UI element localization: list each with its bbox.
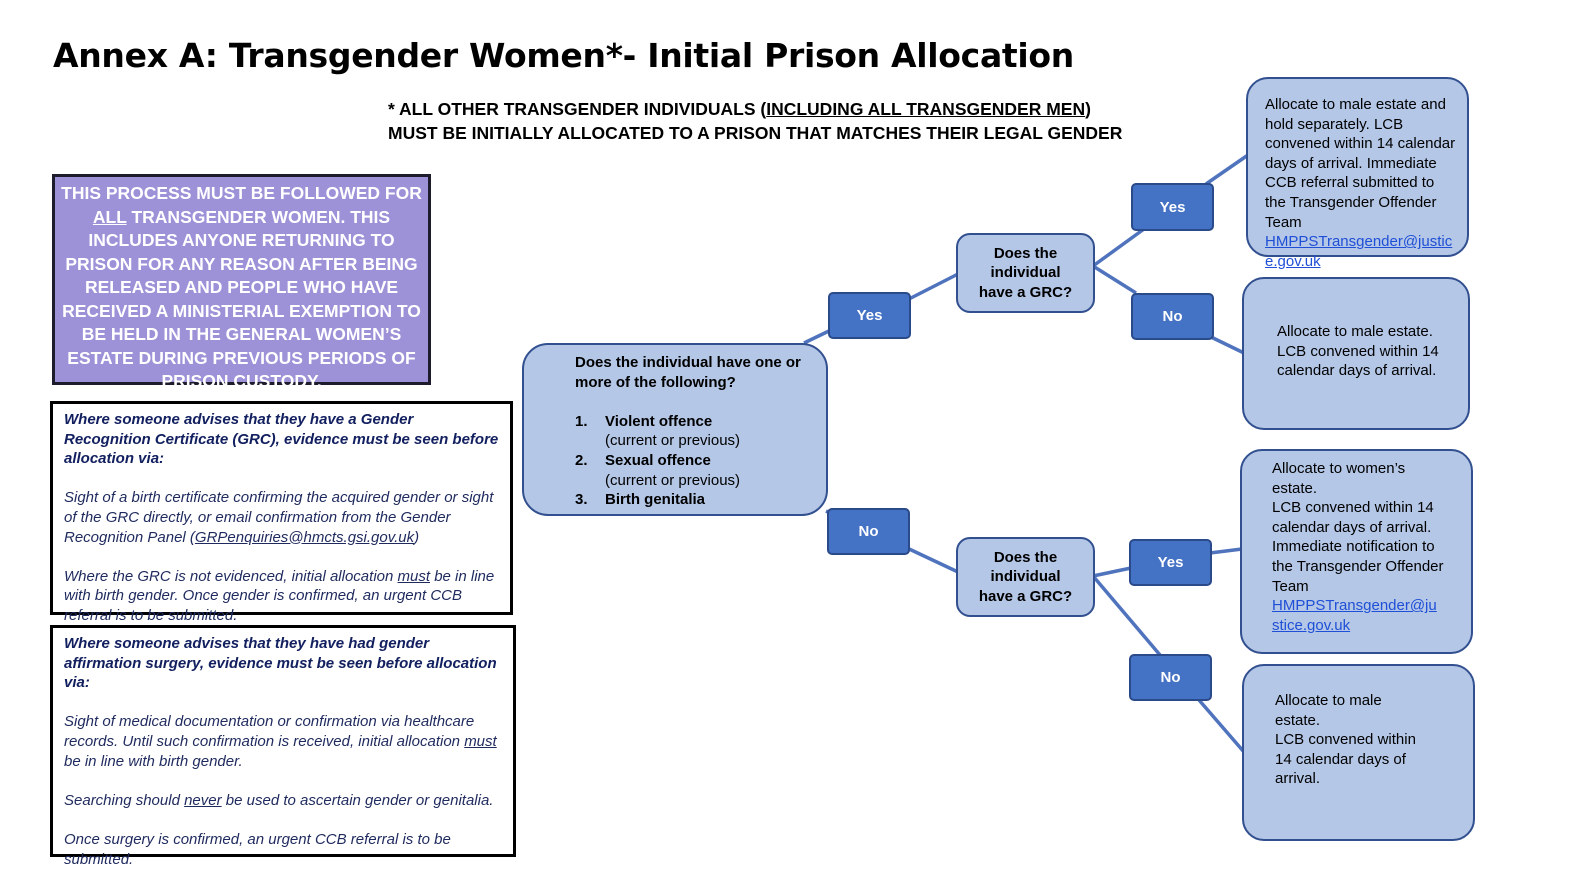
grc-note-text: be in line with birth gender. Once gende… bbox=[64, 567, 495, 624]
connector-no-to-grc-bottom bbox=[906, 546, 959, 574]
connector-no-to-outcome-4 bbox=[1197, 698, 1246, 754]
outcome-text: Immediate notification to the Transgende… bbox=[1272, 538, 1444, 595]
process-text-suffix: TRANSGENDER WOMEN. THIS INCLUDES ANYONE … bbox=[62, 206, 421, 392]
grc-note-heading: Where someone advises that they have a G… bbox=[64, 411, 499, 468]
subtitle-line-2: MUST BE INITIALLY ALLOCATED TO A PRISON … bbox=[388, 123, 1123, 143]
outcome-text: LCB convened within 14 calendar days of … bbox=[1272, 499, 1434, 536]
surgery-note-underlined: must bbox=[464, 732, 497, 750]
surgery-note-text: be in line with birth gender. bbox=[64, 752, 243, 770]
connector-grc-top-to-yes bbox=[1091, 227, 1146, 268]
grc-question-node-top: Does the individual have a GRC? bbox=[956, 233, 1095, 313]
criteria-subtext: (current or previous) bbox=[605, 471, 741, 489]
grc-note-text: Where the GRC is not evidenced, initial … bbox=[64, 567, 398, 585]
process-text-prefix: THIS PROCESS MUST BE FOLLOWED FOR bbox=[61, 183, 422, 203]
grc-question-line: individual bbox=[990, 264, 1061, 282]
criteria-number: 1. bbox=[575, 412, 588, 430]
transgender-team-email-link[interactable]: HMPPSTransgender@justice.gov.uk bbox=[1272, 597, 1437, 634]
subtitle: * ALL OTHER TRANSGENDER INDIVIDUALS (INC… bbox=[388, 97, 1123, 145]
grc-question-line: Does the bbox=[993, 548, 1058, 566]
grc-note-paragraph-1: Sight of a birth certificate confirming … bbox=[64, 488, 499, 547]
subtitle-underlined: INCLUDING ALL TRANSGENDER MEN bbox=[766, 99, 1086, 119]
criteria-number: 2. bbox=[575, 451, 588, 469]
grc-question-line: have a GRC? bbox=[978, 587, 1073, 605]
criteria-label: Violent offence bbox=[605, 412, 713, 430]
outcome-male-estate-no-grc: Allocate to male estate. LCB convened wi… bbox=[1242, 664, 1475, 841]
grc-question-line: have a GRC? bbox=[978, 283, 1073, 301]
process-text-underlined: ALL bbox=[92, 206, 127, 227]
process-notice-box: THIS PROCESS MUST BE FOLLOWED FOR ALL TR… bbox=[52, 174, 431, 391]
outcome-male-estate: Allocate to male estate. LCB convened wi… bbox=[1242, 277, 1470, 430]
connector-grc-top-to-no bbox=[1092, 264, 1137, 295]
criteria-list: 1. Violent offence (current or previous) 2… bbox=[575, 412, 816, 510]
surgery-note-paragraph-1: Sight of medical documentation or confir… bbox=[64, 712, 502, 771]
outcome-text: Allocate to male estate. LCB convened wi… bbox=[1277, 323, 1439, 380]
subtitle-line-1: * ALL OTHER TRANSGENDER INDIVIDUALS (INC… bbox=[388, 97, 1091, 121]
outcome-text: Allocate to male estate. bbox=[1275, 692, 1382, 729]
grc-question-line: individual bbox=[990, 568, 1061, 586]
grc-note-paragraph-2: Where the GRC is not evidenced, initial … bbox=[64, 567, 499, 626]
criteria-label: Sexual offence bbox=[605, 451, 711, 469]
grc-panel-email[interactable]: GRPenquiries@hmcts.gsi.gov.uk bbox=[194, 528, 415, 546]
no-branch-top: No bbox=[1131, 293, 1214, 340]
outcome-text: LCB convened within 14 calendar days of … bbox=[1275, 731, 1416, 788]
surgery-note-heading: Where someone advises that they have had… bbox=[64, 635, 497, 692]
connector-yes-to-outcome-3 bbox=[1209, 547, 1243, 555]
outcome-text: Allocate to male estate and hold separat… bbox=[1265, 96, 1456, 231]
yes-branch-main: Yes bbox=[828, 292, 911, 339]
connector-no-to-outcome-2 bbox=[1210, 335, 1245, 355]
grc-note-suffix: ) bbox=[414, 528, 420, 546]
surgery-evidence-note: Where someone advises that they have had… bbox=[50, 625, 516, 868]
grc-note-underlined: must bbox=[397, 567, 431, 585]
grc-evidence-note: Where someone advises that they have a G… bbox=[50, 401, 513, 624]
surgery-note-text: Searching should bbox=[64, 791, 185, 809]
no-branch-bottom: No bbox=[1129, 654, 1212, 701]
surgery-note-text: Sight of medical documentation or confir… bbox=[64, 713, 475, 750]
outcome-womens-estate: Allocate to women’s estate. LCB convened… bbox=[1240, 449, 1473, 654]
surgery-note-paragraph-2: Searching should never be used to ascert… bbox=[64, 791, 502, 811]
criteria-item: 1. Violent offence (current or previous) bbox=[575, 412, 816, 451]
surgery-note-paragraph-3: Once surgery is confirmed, an urgent CCB… bbox=[64, 830, 451, 868]
connector-grc-bottom-to-no bbox=[1091, 574, 1162, 657]
grc-question-text: Does the individual have a GRC? bbox=[979, 244, 1072, 303]
transgender-team-email-link[interactable]: HMPPSTransgender@justice.gov.uk bbox=[1265, 233, 1453, 270]
subtitle-suffix: ) bbox=[1085, 99, 1091, 119]
grc-question-line: Does the bbox=[993, 244, 1058, 262]
criteria-item: 3. Birth genitalia bbox=[575, 490, 816, 510]
connector-grc-bottom-to-yes bbox=[1092, 566, 1132, 578]
grc-question-node-bottom: Does the individual have a GRC? bbox=[956, 537, 1095, 617]
surgery-note-underlined: never bbox=[184, 791, 222, 809]
criteria-number: 3. bbox=[575, 491, 588, 509]
criteria-item: 2. Sexual offence (current or previous) bbox=[575, 451, 816, 490]
main-question-node: Does the individual have one or more of … bbox=[522, 343, 828, 516]
grc-question-text: Does the individual have a GRC? bbox=[979, 548, 1072, 607]
connector-yes-to-grc-top bbox=[908, 272, 959, 301]
grc-note-text: Sight of a birth certificate confirming … bbox=[64, 489, 494, 546]
page-title: Annex A: Transgender Women*- Initial Pri… bbox=[53, 36, 1074, 75]
subtitle-prefix: * ALL OTHER TRANSGENDER INDIVIDUALS ( bbox=[388, 99, 767, 119]
criteria-subtext: (current or previous) bbox=[605, 432, 741, 450]
outcome-male-estate-held-separately: Allocate to male estate and hold separat… bbox=[1246, 77, 1469, 270]
connector-main-to-yes bbox=[803, 328, 832, 345]
yes-branch-bottom: Yes bbox=[1129, 539, 1212, 586]
outcome-text: Allocate to women’s estate. bbox=[1272, 460, 1406, 497]
connector-yes-to-outcome-1 bbox=[1205, 153, 1249, 186]
no-branch-main: No bbox=[827, 508, 910, 555]
yes-branch-top: Yes bbox=[1131, 183, 1214, 231]
criteria-label: Birth genitalia bbox=[605, 491, 706, 509]
surgery-note-text: be used to ascertain gender or genitalia… bbox=[221, 791, 494, 809]
main-question-text: Does the individual have one or more of … bbox=[575, 354, 801, 391]
